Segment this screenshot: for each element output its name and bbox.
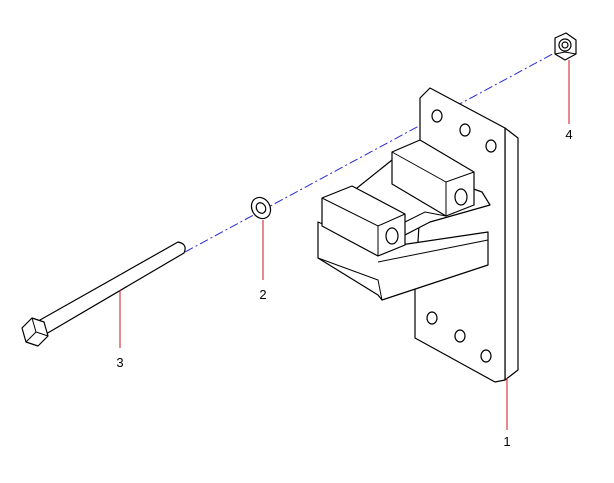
bracket-lower-block: [321, 185, 406, 257]
part-4-hex-nut: [554, 32, 577, 61]
assembly-axis-line: [184, 49, 561, 253]
bracket-hole: [431, 109, 443, 123]
callout-4: 4: [565, 127, 572, 142]
callout-2: 2: [259, 287, 266, 302]
part-2-washer: [250, 196, 272, 220]
bracket-hole: [454, 329, 466, 343]
bracket-hole: [426, 311, 438, 325]
bracket-hole: [480, 349, 492, 363]
callout-1: 1: [503, 434, 510, 449]
bracket-upper-block: [391, 139, 475, 217]
part-3-hex-bolt: [21, 241, 186, 347]
bolt-shank: [39, 241, 186, 335]
part-1-bracket: [317, 87, 519, 383]
block-pin-hole: [385, 227, 399, 245]
block-pin-hole: [454, 188, 468, 206]
callout-3: 3: [116, 355, 123, 370]
bracket-hole: [459, 123, 471, 137]
bracket-hole: [485, 139, 497, 153]
